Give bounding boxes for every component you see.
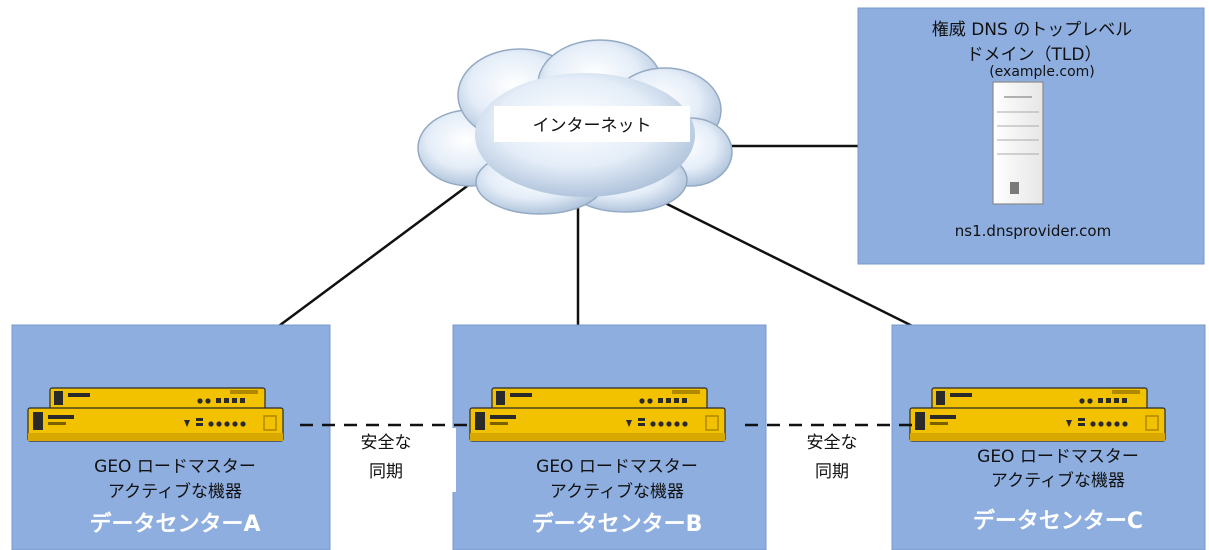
sync-label-ab-line2: 同期 xyxy=(369,462,403,482)
dc-c-device-line1: GEO ロードマスター xyxy=(977,447,1139,467)
dc-a-device-line1: GEO ロードマスター xyxy=(94,457,256,477)
dns-domain: (example.com) xyxy=(989,64,1095,80)
dc-c-device-line2: アクティブな機器 xyxy=(991,470,1125,491)
loadmaster-appliance-icon xyxy=(909,387,1166,442)
dns-title-line2: ドメイン（TLD） xyxy=(967,45,1102,65)
server-tower-icon xyxy=(992,81,1044,205)
sync-label-bc-line1: 安全な xyxy=(807,433,858,453)
dc-b-device-line1: GEO ロードマスター xyxy=(536,457,698,477)
sync-label-bc-line2: 同期 xyxy=(815,462,849,482)
dc-b-title: データセンターB xyxy=(532,511,703,537)
dc-a-title: データセンターA xyxy=(89,511,260,537)
datacenter-c: GEO ロードマスター アクティブな機器 データセンターC xyxy=(891,324,1206,550)
dns-hostname: ns1.dnsprovider.com xyxy=(955,222,1111,240)
dc-b-device-line2: アクティブな機器 xyxy=(550,481,684,502)
datacenter-a: GEO ロードマスター アクティブな機器 データセンターA xyxy=(11,324,331,550)
dc-c-title: データセンターC xyxy=(973,508,1143,534)
internet-cloud: インターネット xyxy=(417,39,733,215)
sync-label-ab-line1: 安全な xyxy=(361,433,412,453)
sync-links: 安全な 同期 安全な 同期 xyxy=(300,423,912,492)
loadmaster-appliance-icon xyxy=(27,387,284,442)
dns-title-line1: 権威 DNS のトップレベル xyxy=(932,20,1132,40)
loadmaster-appliance-icon xyxy=(469,387,726,442)
cloud-label-bg xyxy=(494,106,690,142)
datacenter-b: GEO ロードマスター アクティブな機器 データセンターB xyxy=(452,324,767,550)
cloud-label: インターネット xyxy=(533,116,652,136)
dc-a-device-line2: アクティブな機器 xyxy=(108,481,242,502)
dns-server-panel: 権威 DNS のトップレベル ドメイン（TLD） (example.com) n… xyxy=(857,7,1205,265)
